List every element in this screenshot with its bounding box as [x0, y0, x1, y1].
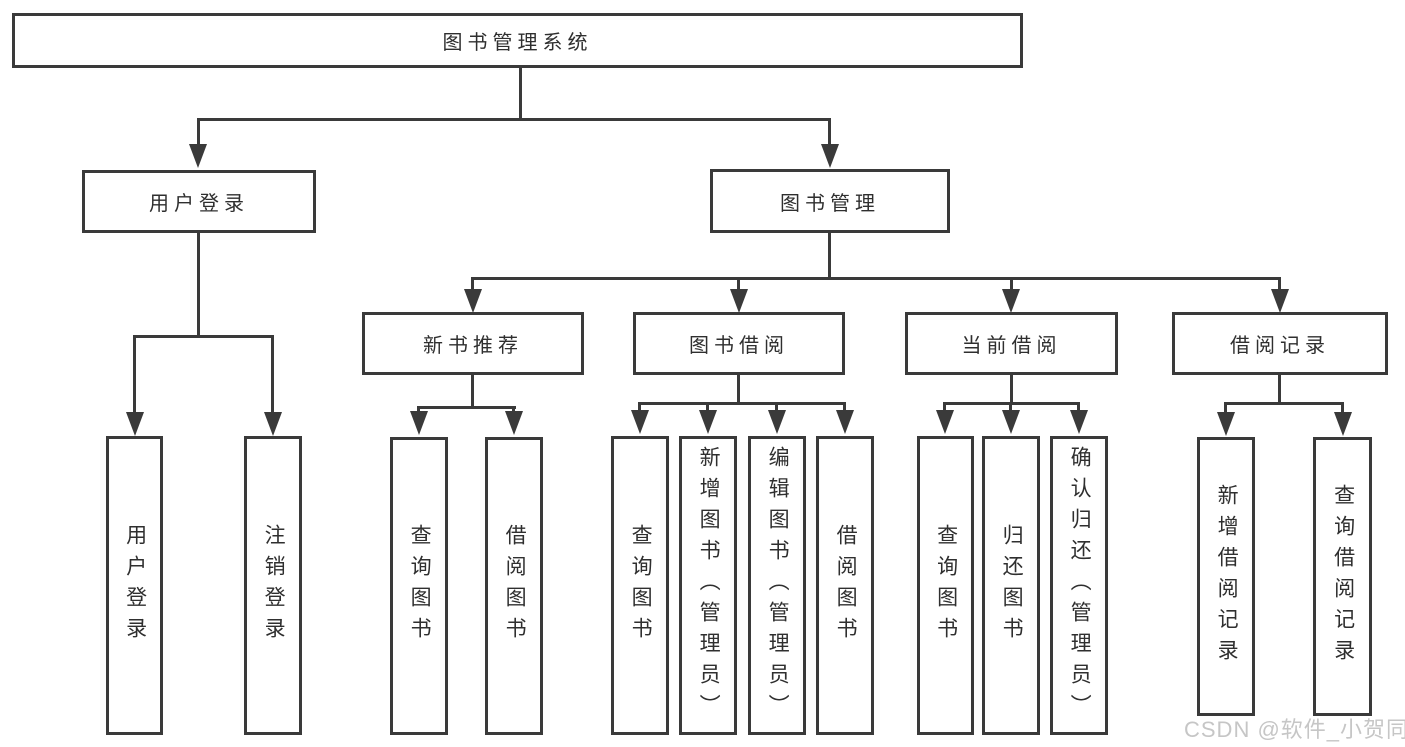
arrow-down-icon — [1002, 289, 1020, 313]
connector-section-vertical — [737, 375, 740, 404]
leaf-add-books-admin: 新增图书（管理员） — [679, 436, 737, 735]
node-new-book-recommend: 新书推荐 — [362, 312, 584, 375]
connector-user-login-vertical — [197, 233, 200, 335]
connector-book-mgmt-vertical — [828, 233, 831, 279]
node-borrow-records: 借阅记录 — [1172, 312, 1388, 375]
connector-stub — [1224, 402, 1227, 412]
node-book-mgmt-label: 图书管理 — [780, 192, 880, 215]
node-book-borrow: 图书借阅 — [633, 312, 845, 375]
node-new-book-recommend-label: 新书推荐 — [423, 335, 523, 357]
connector-stub — [943, 402, 946, 410]
arrow-down-icon — [1334, 412, 1352, 436]
connector-stub — [512, 406, 515, 414]
connector-stub — [638, 402, 641, 410]
leaf-edit-books-admin-label: 编辑图书（管理员） — [766, 446, 790, 725]
connector-section-vertical — [1278, 375, 1281, 404]
arrow-down-icon — [836, 410, 854, 434]
leaf-query-borrow-record-label: 查询借阅记录 — [1331, 483, 1355, 670]
arrow-down-icon — [1070, 410, 1088, 434]
leaf-query-books-label: 查询图书 — [934, 523, 958, 648]
connector-section-vertical — [1010, 375, 1013, 404]
node-root: 图书管理系统 — [12, 13, 1023, 68]
arrow-down-icon — [768, 410, 786, 434]
connector-stub — [133, 335, 136, 413]
connector-stub — [775, 402, 778, 410]
node-book-mgmt: 图书管理 — [710, 169, 950, 233]
arrow-down-icon — [410, 411, 428, 435]
connector-section-vertical — [471, 375, 474, 408]
arrow-down-icon — [699, 410, 717, 434]
arrow-down-icon — [126, 412, 144, 436]
node-user-login: 用户登录 — [82, 170, 316, 233]
connector-level1-horizontal — [197, 118, 831, 121]
arrow-down-icon — [730, 289, 748, 313]
connector-section-horizontal — [417, 406, 516, 409]
arrow-down-icon — [631, 410, 649, 434]
connector-book-mgmt-stub — [828, 118, 831, 148]
connector-stub — [737, 277, 740, 291]
arrow-down-icon — [1271, 289, 1289, 313]
leaf-confirm-return-admin: 确认归还（管理员） — [1050, 436, 1108, 735]
leaf-borrow-books: 借阅图书 — [485, 437, 543, 735]
connector-stub — [1341, 402, 1344, 412]
leaf-user-login: 用户登录 — [106, 436, 163, 735]
connector-section-horizontal — [638, 402, 846, 405]
connector-stub — [1278, 277, 1281, 291]
connector-user-login-stub — [197, 118, 200, 148]
leaf-confirm-return-admin-label: 确认归还（管理员） — [1068, 446, 1092, 725]
leaf-query-books-label: 查询图书 — [408, 524, 432, 648]
leaf-borrow-books: 借阅图书 — [816, 436, 874, 735]
leaf-logout-label: 注销登录 — [262, 523, 286, 648]
leaf-query-books-label: 查询图书 — [629, 523, 653, 648]
connector-root-vertical — [519, 68, 522, 120]
connector-section-horizontal — [1224, 402, 1344, 405]
leaf-add-borrow-record: 新增借阅记录 — [1197, 437, 1255, 716]
node-root-label: 图书管理系统 — [442, 32, 593, 54]
node-user-login-label: 用户登录 — [149, 193, 249, 215]
connector-stub — [471, 277, 474, 291]
leaf-borrow-books-label: 借阅图书 — [834, 523, 858, 648]
arrow-down-icon — [464, 289, 482, 313]
connector-level3-horizontal — [471, 277, 1281, 280]
leaf-query-books: 查询图书 — [917, 436, 974, 735]
leaf-query-books: 查询图书 — [390, 437, 448, 735]
node-borrow-records-label: 借阅记录 — [1230, 335, 1330, 357]
node-book-borrow-label: 图书借阅 — [689, 335, 789, 357]
arrow-down-icon — [189, 144, 207, 168]
connector-stub — [1077, 402, 1080, 410]
connector-stub — [1009, 402, 1012, 410]
watermark: CSDN @软件_小贺同学 — [1184, 717, 1405, 742]
leaf-add-borrow-record-label: 新增借阅记录 — [1215, 483, 1239, 670]
leaf-user-login-label: 用户登录 — [123, 523, 147, 648]
connector-stub — [417, 406, 420, 414]
connector-stub — [843, 402, 846, 410]
arrow-down-icon — [264, 412, 282, 436]
leaf-query-books: 查询图书 — [611, 436, 669, 735]
arrow-down-icon — [1217, 412, 1235, 436]
connector-user-login-horizontal — [133, 335, 274, 338]
leaf-add-books-admin-label: 新增图书（管理员） — [697, 446, 721, 725]
node-current-borrow-label: 当前借阅 — [961, 335, 1062, 357]
leaf-query-borrow-record: 查询借阅记录 — [1313, 437, 1372, 716]
leaf-edit-books-admin: 编辑图书（管理员） — [748, 436, 806, 735]
arrow-down-icon — [821, 144, 839, 168]
leaf-return-books-label: 归还图书 — [1000, 523, 1024, 648]
node-current-borrow: 当前借阅 — [905, 312, 1118, 375]
leaf-logout: 注销登录 — [244, 436, 302, 735]
connector-stub — [706, 402, 709, 410]
connector-stub — [1010, 277, 1013, 291]
arrow-down-icon — [936, 410, 954, 434]
connector-stub — [271, 335, 274, 413]
leaf-borrow-books-label: 借阅图书 — [503, 524, 527, 648]
arrow-down-icon — [1002, 410, 1020, 434]
arrow-down-icon — [505, 411, 523, 435]
leaf-return-books: 归还图书 — [982, 436, 1040, 735]
